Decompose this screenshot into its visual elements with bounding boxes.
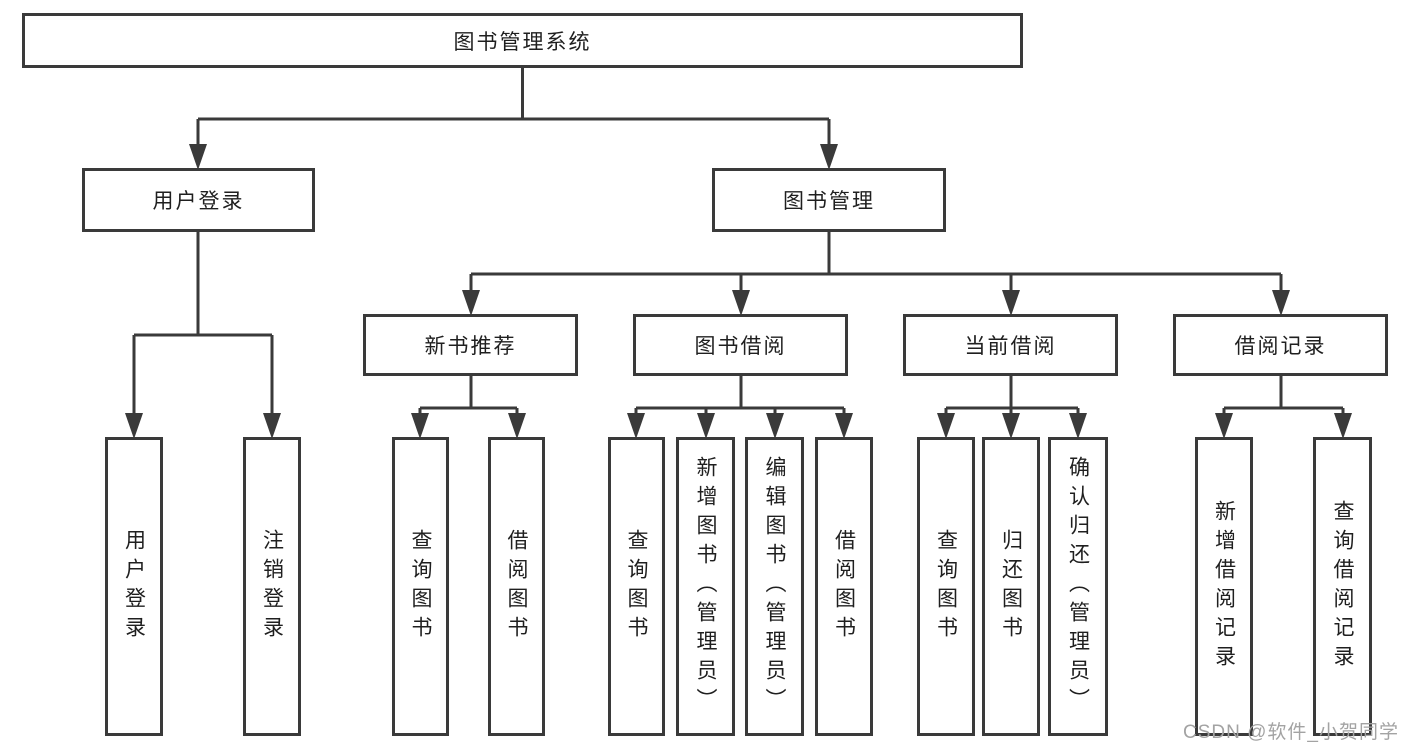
leaf-query-borrow-record: 查询借阅记录 <box>1313 437 1372 736</box>
leaf-recommend-borrow-books-label: 借阅图书 <box>505 528 528 645</box>
leaf-add-borrow-record: 新增借阅记录 <box>1195 437 1253 736</box>
leaf-borrow-query-books: 查询图书 <box>608 437 665 736</box>
watermark: CSDN @软件_小贺同学 <box>1183 722 1399 743</box>
leaf-borrow-borrow-books: 借阅图书 <box>815 437 873 736</box>
leaf-edit-book-admin-label: 编辑图书（管理员） <box>763 456 786 717</box>
leaf-logout-label: 注销登录 <box>260 528 284 645</box>
leaf-recommend-query-books-label: 查询图书 <box>409 528 432 645</box>
node-root: 图书管理系统 <box>22 13 1023 68</box>
node-book-borrow: 图书借阅 <box>633 314 848 376</box>
leaf-edit-book-admin: 编辑图书（管理员） <box>745 437 804 736</box>
leaf-confirm-return-admin-label: 确认归还（管理员） <box>1066 456 1090 717</box>
leaf-return-book: 归还图书 <box>982 437 1040 736</box>
leaf-add-borrow-record-label: 新增借阅记录 <box>1212 499 1236 674</box>
leaf-add-book-admin: 新增图书（管理员） <box>676 437 735 736</box>
arrowhead-icons <box>125 144 1352 439</box>
node-new-book-recommend: 新书推荐 <box>363 314 578 376</box>
leaf-return-book-label: 归还图书 <box>999 528 1023 645</box>
node-book-management: 图书管理 <box>712 168 946 232</box>
node-book-management-label: 图书管理 <box>783 190 875 213</box>
leaf-recommend-query-books: 查询图书 <box>392 437 449 736</box>
node-borrow-records: 借阅记录 <box>1173 314 1388 376</box>
leaf-recommend-borrow-books: 借阅图书 <box>488 437 545 736</box>
leaf-logout: 注销登录 <box>243 437 301 736</box>
node-user-login-label: 用户登录 <box>152 190 245 213</box>
leaf-user-login-label: 用户登录 <box>122 528 146 645</box>
node-current-borrow-label: 当前借阅 <box>964 335 1057 358</box>
leaf-borrow-borrow-books-label: 借阅图书 <box>832 528 856 645</box>
leaf-query-borrow-record-label: 查询借阅记录 <box>1331 499 1354 674</box>
leaf-confirm-return-admin: 确认归还（管理员） <box>1048 437 1108 736</box>
node-borrow-records-label: 借阅记录 <box>1234 335 1327 358</box>
leaf-current-query-books-label: 查询图书 <box>934 528 958 645</box>
node-new-book-recommend-label: 新书推荐 <box>424 335 517 358</box>
leaf-add-book-admin-label: 新增图书（管理员） <box>694 456 717 717</box>
leaf-user-login: 用户登录 <box>105 437 163 736</box>
node-root-label: 图书管理系统 <box>453 30 592 54</box>
leaf-borrow-query-books-label: 查询图书 <box>625 528 648 645</box>
node-book-borrow-label: 图书借阅 <box>694 335 787 358</box>
node-current-borrow: 当前借阅 <box>903 314 1118 376</box>
node-user-login: 用户登录 <box>82 168 315 232</box>
leaf-current-query-books: 查询图书 <box>917 437 975 736</box>
